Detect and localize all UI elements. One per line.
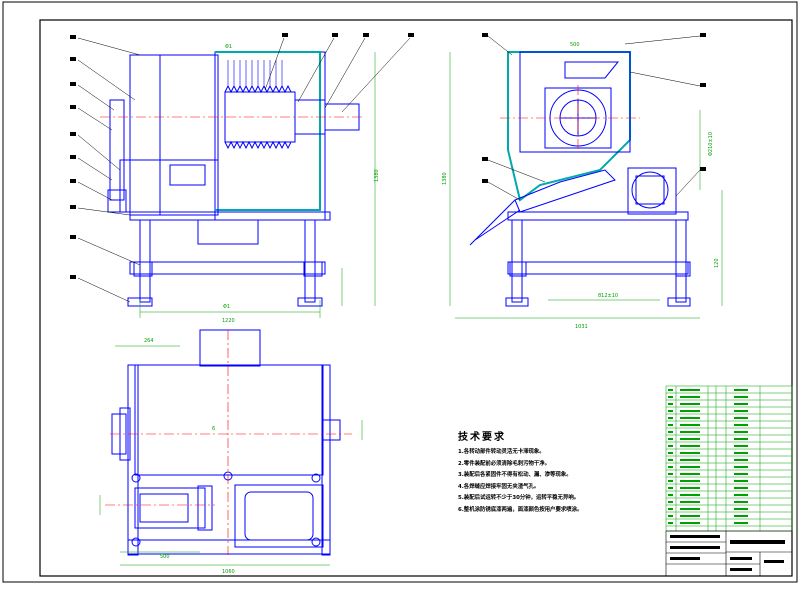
front-dim-foot: Φ1 [223, 304, 230, 310]
side-dim-base: 120 [714, 258, 720, 268]
parts-list [665, 385, 793, 532]
side-dim-width: 1031 [575, 324, 588, 330]
top-dim-overall: 1060 [222, 569, 235, 575]
outer-border [2, 1, 798, 583]
note-item-4: 4.各焊缝应焊接牢固无夹渣气孔。 [458, 483, 540, 490]
title-block [665, 530, 793, 577]
notes-title: 技术要求 [458, 432, 506, 443]
front-dim-width: 1220 [222, 318, 235, 324]
front-dim-top: Φ1 [225, 44, 232, 50]
front-view [107, 51, 360, 307]
note-item-3: 3.装配后各紧固件不得有松动、漏、渗等现象。 [458, 472, 572, 478]
side-view [469, 51, 691, 307]
note-item-1: 1.各转动部件转动灵活无卡滞现象。 [458, 449, 545, 455]
top-dim-upper: 264 [144, 338, 154, 344]
side-dim-top: 500 [570, 42, 580, 48]
inner-border [39, 19, 793, 577]
front-dim-height: 1380 [374, 169, 380, 182]
note-item-6: 6.整机涂防锈底漆两遍，面漆颜色按用户要求喷涂。 [458, 506, 583, 513]
top-dim-motor: 500 [160, 554, 170, 560]
side-dim-motor: Φ210±10 [708, 132, 714, 156]
note-item-2: 2.零件装配前必须清除毛刺污物干净。 [458, 460, 551, 467]
note-item-5: 5.装配后试运转不少于30分钟，运转平稳无异响。 [458, 495, 580, 501]
top-view [111, 329, 341, 556]
top-dim-shaft: 6 [212, 426, 215, 432]
technical-requirements: 技术要求 1.各转动部件转动灵活无卡滞现象。 2.零件装配前必须清除毛刺污物干净… [458, 428, 668, 516]
side-dim-height: 1380 [442, 172, 448, 185]
side-dim-span: 812±10 [598, 293, 618, 299]
